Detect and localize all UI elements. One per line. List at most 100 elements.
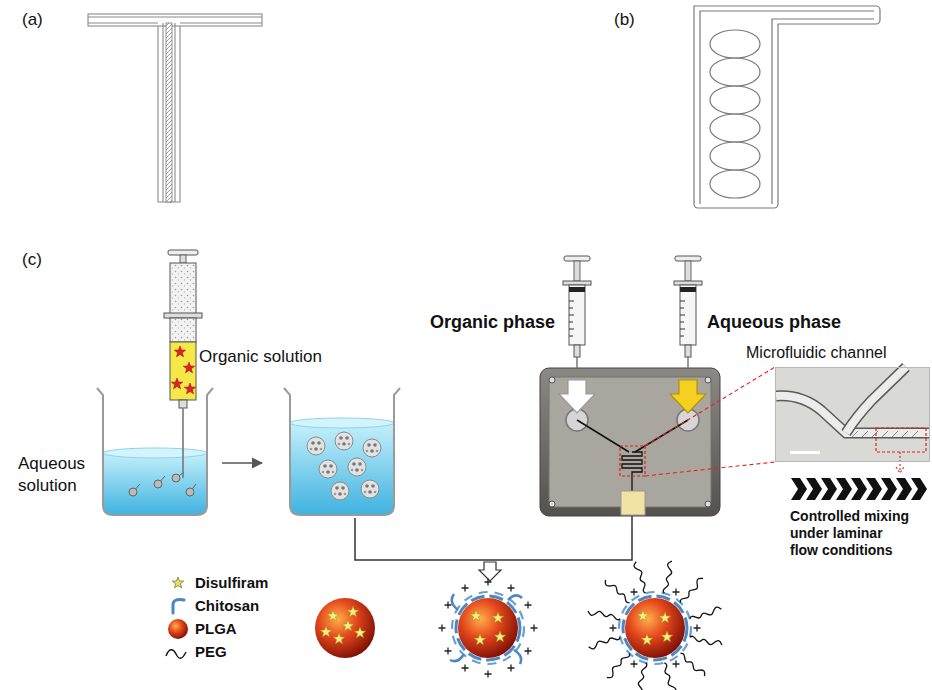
chevron [806, 478, 822, 500]
charge-sign [673, 661, 680, 668]
legend-text: Disulfiram [195, 574, 268, 591]
syringe-needle [182, 408, 184, 478]
organic-syringe [563, 256, 591, 368]
device-screw [549, 377, 555, 383]
inset-heading: Microfluidic channel [746, 344, 887, 362]
drug-star [641, 634, 652, 645]
inlet-arrow [559, 380, 595, 413]
phase-label: Organic phase [430, 312, 555, 334]
charge-sign [462, 585, 469, 592]
charge-sign [462, 665, 469, 672]
herringbone-groove [852, 431, 918, 437]
drug-star [327, 610, 338, 621]
solution-label: Aqueous solution [18, 453, 98, 497]
drug-star [637, 610, 648, 621]
liquid-surface [290, 418, 394, 428]
particle-cluster [319, 460, 337, 478]
peg-chain [679, 650, 707, 678]
peg-chain [588, 636, 621, 650]
chevron [821, 478, 837, 500]
drug-star [183, 362, 194, 373]
syringe-handle [168, 250, 198, 255]
plga-nanoparticle [315, 598, 375, 658]
zoom-box [876, 428, 926, 452]
t-channel-b [694, 6, 880, 208]
chitosan-coat [623, 596, 687, 660]
legend-swatch [171, 622, 185, 636]
channel-wall [700, 11, 874, 204]
channel-wall [180, 22, 262, 23]
channel-wall [174, 23, 175, 202]
zoom-box [620, 446, 645, 476]
process-arrow [222, 462, 262, 464]
chamber [710, 86, 760, 114]
drug-star [333, 633, 344, 644]
charge-sign [439, 625, 446, 632]
channel-outline [694, 6, 880, 208]
charge-sign [445, 602, 452, 609]
beaker-glass [284, 388, 400, 515]
chitosan-coat [619, 592, 691, 664]
drug-star [320, 626, 331, 637]
plga-core [625, 598, 685, 658]
nanoparticle-beaker [284, 388, 400, 515]
mixing-chevrons [791, 478, 927, 500]
drug-star [171, 378, 182, 389]
nanoprecipitation-beaker [97, 250, 213, 515]
channel-wall [88, 16, 262, 17]
drug-star [470, 610, 481, 621]
device-body [540, 368, 720, 516]
device-screw [705, 501, 711, 507]
channel-wall [846, 367, 906, 433]
drug-star [184, 383, 195, 394]
merge-line [355, 516, 632, 560]
plga-core [458, 598, 518, 658]
channel-wall [88, 22, 158, 23]
particle-cluster [335, 432, 353, 450]
inlet-channel [577, 420, 688, 452]
solution-label: Organic solution [199, 347, 322, 367]
drug-star [347, 606, 358, 617]
charge-sign [485, 671, 492, 678]
t-channel-a [88, 14, 262, 202]
drug-star [661, 631, 672, 642]
chevron [851, 478, 867, 500]
peg-chain [677, 576, 705, 604]
peg-chain [605, 652, 633, 680]
charge-sign [525, 648, 532, 655]
inlet-arrow [670, 380, 706, 413]
peg-chain [587, 608, 620, 622]
chitosan-coat [456, 596, 520, 660]
chamber [710, 170, 760, 198]
drug-star [659, 612, 670, 623]
mixing-channel [622, 452, 642, 492]
panel-label: (b) [614, 10, 635, 30]
channel-micrograph [775, 367, 930, 462]
particle-cluster [361, 480, 379, 498]
peg-chain [660, 560, 674, 593]
zoom-line [645, 367, 775, 476]
legend-entry: PLGA [171, 620, 237, 637]
chitosan-nanoparticle [439, 579, 538, 678]
charge-sign [508, 665, 515, 672]
device-screw [705, 377, 711, 383]
syringe-flange [164, 313, 202, 318]
phase-label: Aqueous phase [707, 312, 841, 334]
chevron [911, 478, 927, 500]
charge-sign [445, 648, 452, 655]
legend-swatch [171, 576, 185, 590]
syringe-rod [180, 255, 186, 263]
charge-sign [631, 589, 638, 596]
drug-star [354, 627, 365, 638]
chevron [791, 478, 807, 500]
disulfiram-symbol [172, 577, 183, 588]
aqueous-syringe [674, 256, 702, 368]
chamber [710, 142, 760, 170]
peg-chain [689, 606, 722, 620]
chevron [881, 478, 897, 500]
chamber [710, 58, 760, 86]
outlet-port [621, 491, 645, 515]
legend-entry: Disulfiram [171, 574, 268, 591]
